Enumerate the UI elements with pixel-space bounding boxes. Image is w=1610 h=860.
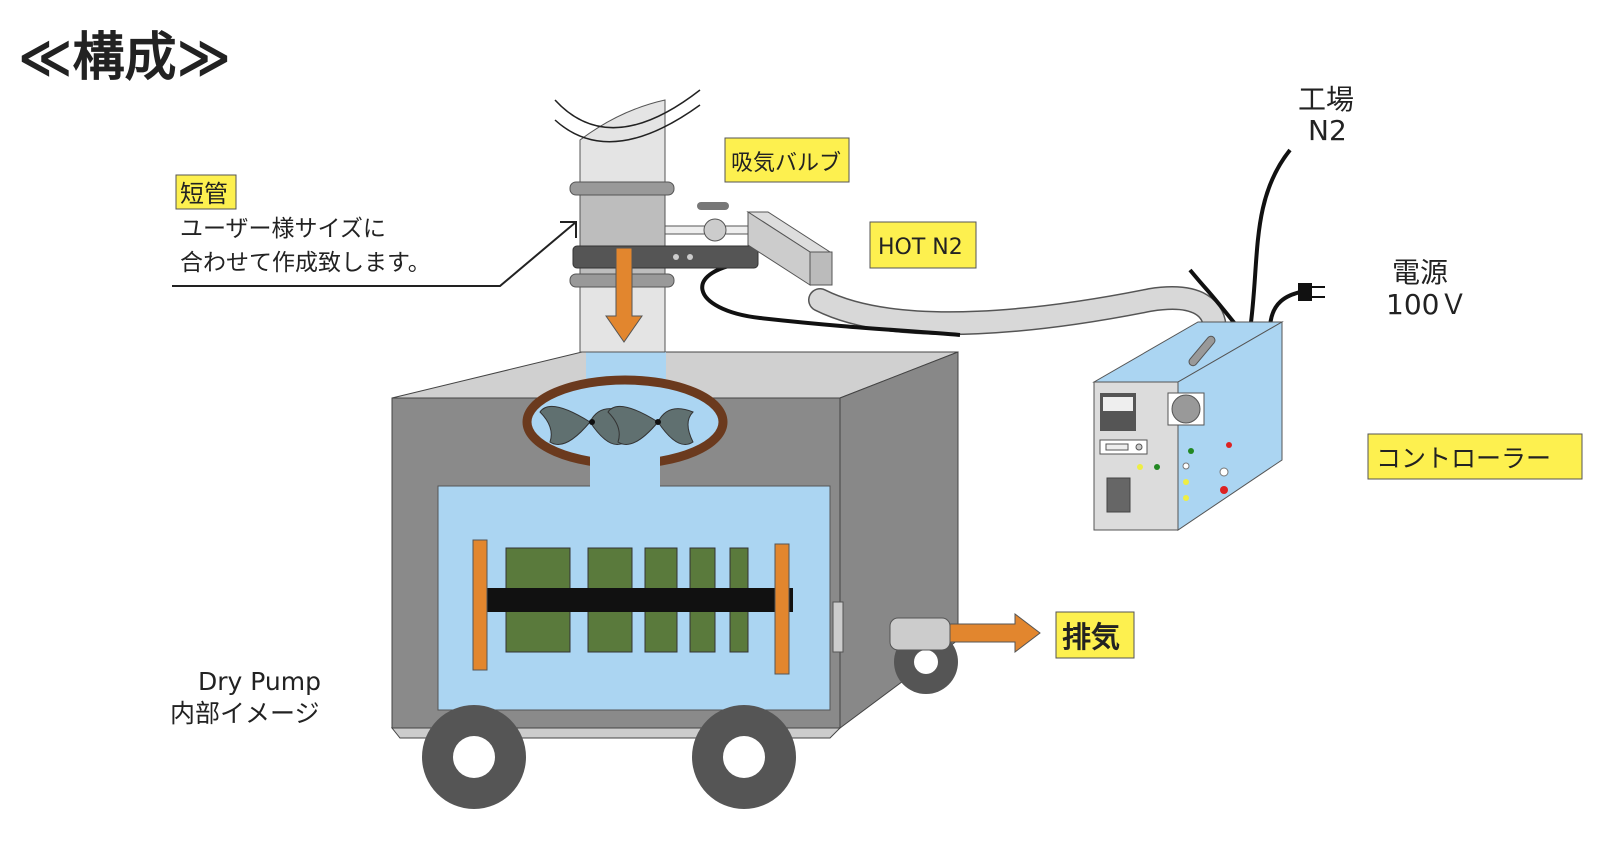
label-short-pipe: 短管 — [180, 180, 228, 208]
valve-handle-icon[interactable] — [703, 218, 727, 242]
dry-pump-body — [390, 351, 959, 739]
label-pump-name: Dry Pump — [198, 667, 321, 696]
power-switch[interactable] — [1106, 477, 1131, 513]
label-power-voltage: 100Ｖ — [1386, 288, 1467, 321]
label-short-pipe-note-2: 合わせて作成致します。 — [180, 250, 431, 276]
label-short-pipe-note-1: ユーザー様サイズに — [180, 216, 386, 242]
exhaust-port — [889, 617, 951, 651]
heater-cable — [700, 260, 961, 337]
diagram-title: ≪構成≫ — [18, 28, 231, 88]
label-controller: コントローラー — [1376, 444, 1551, 473]
label-pump-inner: 内部イメージ — [170, 699, 320, 728]
factory-n2-line — [1248, 148, 1292, 331]
label-factory-n2: N2 — [1308, 114, 1347, 147]
label-intake-valve: 吸気バルブ — [731, 151, 841, 176]
dial-knob[interactable] — [1171, 394, 1201, 424]
controller-unit — [1092, 321, 1284, 531]
shaft — [485, 588, 793, 612]
power-plug-icon — [1298, 283, 1312, 301]
exhaust-arrow-icon — [949, 612, 1041, 654]
label-hot-n2: HOT N2 — [878, 235, 963, 260]
intake-arrow-icon — [605, 247, 643, 343]
roots-rotors — [539, 405, 694, 445]
label-power: 電源 — [1392, 256, 1448, 289]
short-pipe — [554, 89, 761, 353]
hot-n2-heater — [746, 211, 833, 286]
leader-line — [172, 221, 577, 287]
label-exhaust: 排気 — [1062, 620, 1120, 654]
label-factory: 工場 — [1298, 83, 1354, 116]
